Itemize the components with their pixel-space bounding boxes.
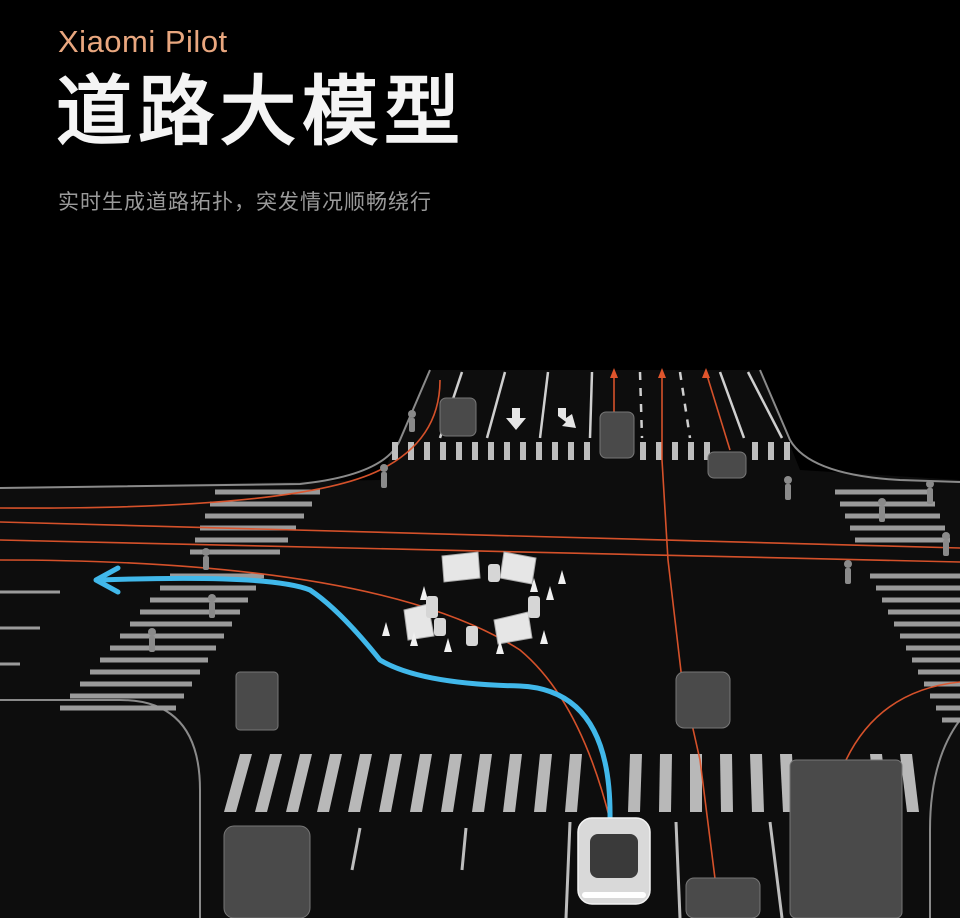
construction-zone <box>382 551 566 654</box>
ego-car-icon <box>577 817 651 905</box>
traffic-cone-icon <box>382 570 566 654</box>
barrel-icon <box>426 564 540 646</box>
crosswalk-top <box>392 442 790 460</box>
pedestrian-icon <box>148 410 950 652</box>
lower-lane-lines <box>350 821 784 918</box>
page-subtitle: 实时生成道路拓扑，突发情况顺畅绕行 <box>58 190 432 214</box>
crosswalk-right <box>835 489 960 723</box>
upper-lane-lines <box>438 371 784 439</box>
planned-route <box>93 565 613 823</box>
page-title: 道路大模型 <box>56 67 466 156</box>
vehicle-icon <box>223 397 903 918</box>
brand-label: Xiaomi Pilot <box>58 24 228 59</box>
crosswalk-bottom <box>224 754 919 812</box>
lane-arrow-icon <box>506 408 576 430</box>
left-road-markings <box>0 590 60 666</box>
trajectory-arrowheads <box>610 368 710 378</box>
predicted-trajectories <box>0 371 960 918</box>
